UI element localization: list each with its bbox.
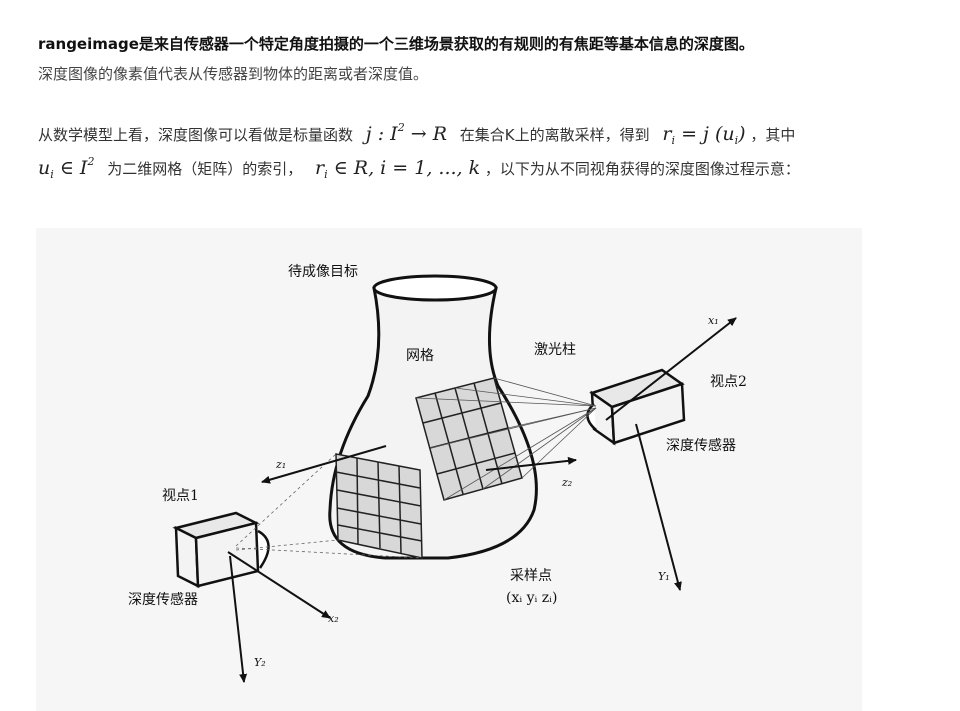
label-laser: 激光柱 <box>534 341 576 358</box>
math-text: → R <box>410 123 447 145</box>
label-sample-coord: (xᵢ yᵢ zᵢ) <box>506 590 557 606</box>
paragraph-line-3: 从数学模型上看，深度图像可以看做是标量函数 j : I2 → R 在集合K上的离… <box>38 121 796 147</box>
axis-label-x1: x₁ <box>708 314 719 327</box>
math-index: ui ∈ I2 <box>38 155 95 181</box>
range-image-diagram: 待成像目标 网格 激光柱 视点2 深度传感器 视点1 深度传感器 采样点 (xᵢ… <box>36 228 862 711</box>
math-text: = j (u <box>681 123 735 145</box>
math-text: j : I <box>365 123 398 145</box>
math-sample: ri = j (ui) <box>662 123 746 147</box>
text-segment: 从数学模型上看，深度图像可以看做是标量函数 <box>38 126 354 144</box>
math-subscript: i <box>324 168 328 181</box>
label-view1: 视点1 <box>162 488 199 504</box>
paragraph-line-1: rangeimage是来自传感器一个特定角度拍摄的一个三维场景获取的有规则的有焦… <box>38 35 754 53</box>
math-text: ∈ R, i = 1, ..., k <box>333 157 481 179</box>
math-superscript: 2 <box>87 155 95 168</box>
vase-rim <box>372 274 498 302</box>
text-segment: ，其中 <box>750 126 796 144</box>
label-grid: 网格 <box>406 348 434 364</box>
text-segment: 为二维网格（矩阵）的索引， <box>107 160 303 178</box>
axis-label-z1: z₁ <box>275 458 286 471</box>
math-function: j : I2 → R <box>365 121 447 145</box>
math-text: ∈ I <box>59 157 88 179</box>
axis-label-z2: z₂ <box>561 476 572 489</box>
math-text: r <box>315 157 325 179</box>
paragraph-line-2: 深度图像的像素值代表从传感器到物体的距离或者深度值。 <box>38 65 429 83</box>
text-segment: ，以下为从不同视角获得的深度图像过程示意： <box>484 160 800 178</box>
axis-label-y1: Y₁ <box>658 570 670 583</box>
axis-label-x2: x₂ <box>328 612 339 625</box>
math-text: u <box>38 157 51 179</box>
label-sample: 采样点 <box>510 568 552 584</box>
math-subscript: i <box>50 168 54 181</box>
math-text: r <box>662 123 672 145</box>
math-subscript: i <box>671 134 676 147</box>
axis-label-y2: Y₂ <box>254 656 266 669</box>
sight-lines <box>235 453 423 559</box>
label-view2: 视点2 <box>710 374 747 390</box>
label-target: 待成像目标 <box>288 264 358 280</box>
text-segment: 在集合K上的离散采样，得到 <box>459 126 650 144</box>
laser-beams <box>415 377 597 501</box>
axes <box>227 317 737 683</box>
grid-patch-left <box>335 453 423 559</box>
math-text: ) <box>738 123 746 145</box>
label-sensor1: 深度传感器 <box>128 591 198 608</box>
math-range: ri ∈ R, i = 1, ..., k <box>315 157 481 181</box>
paragraph-line-4: ui ∈ I2 为二维网格（矩阵）的索引， ri ∈ R, i = 1, ...… <box>38 155 800 181</box>
depth-sensor-1 <box>172 511 270 589</box>
math-superscript: 2 <box>397 121 405 134</box>
math-subscript: i <box>734 134 739 147</box>
label-sensor2: 深度传感器 <box>666 437 736 454</box>
depth-sensor-2 <box>586 368 686 446</box>
